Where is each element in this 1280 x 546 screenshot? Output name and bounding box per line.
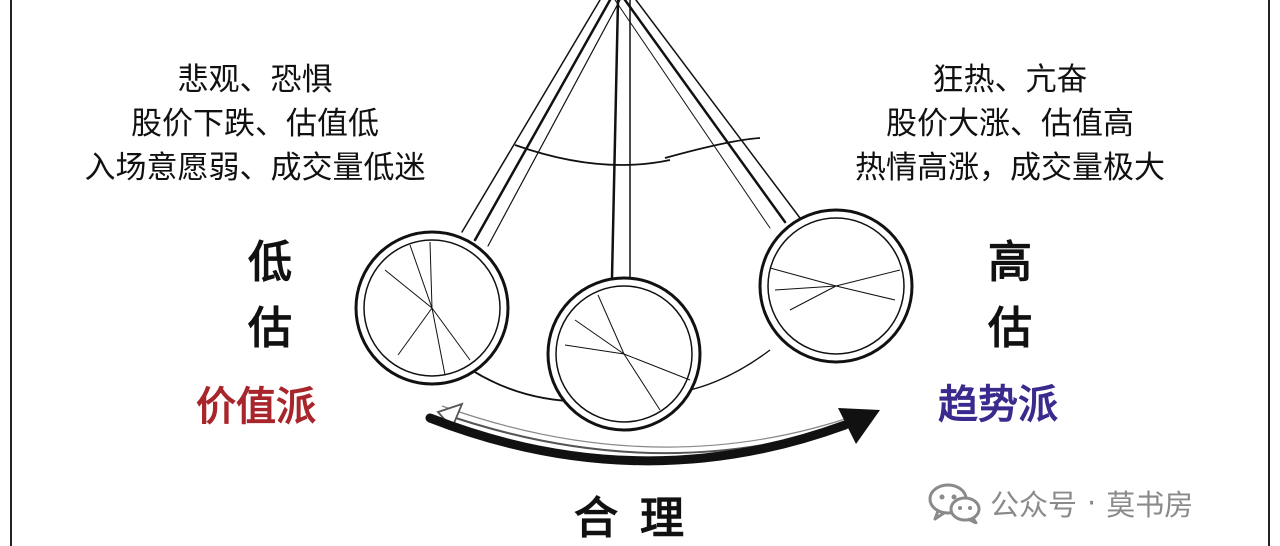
thick-arrow-right	[425, 413, 850, 466]
frame-border-right	[1268, 0, 1270, 546]
fair-value-label: 合理	[574, 493, 706, 544]
watermark-separator: ·	[1087, 486, 1097, 520]
undervalued-char-1: 低	[248, 237, 292, 288]
pendulum-string-center	[610, 0, 620, 280]
trend-school-label: 趋势派	[938, 382, 1058, 428]
watermark: 公众号 · 莫书房	[928, 478, 1193, 528]
pendulum-string-right	[623, 0, 787, 224]
swing-arc-upper-left	[514, 144, 671, 166]
pendulum-string-left	[473, 0, 612, 242]
watermark-platform: 公众号	[990, 488, 1078, 522]
bearish-line-3: 入场意愿弱、成交量低迷	[84, 150, 426, 186]
value-school-label: 价值派	[196, 384, 316, 430]
frame-border-left	[10, 0, 12, 546]
bearish-line-2: 股价下跌、估值低	[131, 106, 379, 142]
pendulum-ball-left	[354, 230, 510, 386]
watermark-account: 莫书房	[1106, 488, 1194, 522]
bullish-description: 狂热、亢奋 股价大涨、估值高 热情高涨，成交量极大	[810, 58, 1210, 190]
swing-arc-upper-right	[664, 137, 761, 159]
pendulum-ball-right	[758, 208, 914, 364]
wechat-icon	[928, 483, 981, 524]
bullish-line-2: 股价大涨、估值高	[886, 106, 1134, 142]
bullish-line-1: 狂热、亢奋	[932, 62, 1088, 98]
pendulum-ball-center	[546, 276, 702, 432]
bullish-line-3: 热情高涨，成交量极大	[855, 150, 1165, 186]
bearish-line-1: 悲观、恐惧	[177, 62, 333, 98]
overvalued-char-2: 估	[988, 303, 1032, 354]
thick-arrowhead	[838, 408, 880, 444]
undervalued-char-2: 估	[248, 303, 292, 354]
overvalued-char-1: 高	[988, 237, 1032, 288]
bearish-description: 悲观、恐惧 股价下跌、估值低 入场意愿弱、成交量低迷	[55, 58, 455, 190]
